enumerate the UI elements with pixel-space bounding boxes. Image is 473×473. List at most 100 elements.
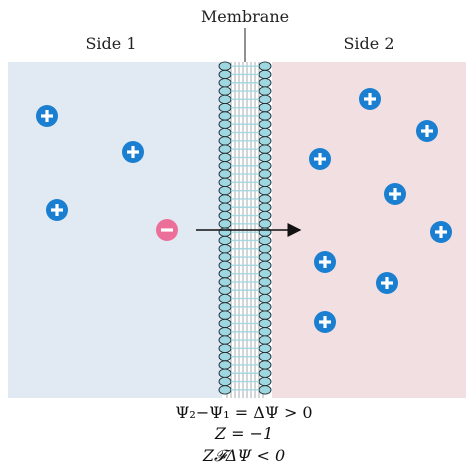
- lipid-head-left: [219, 120, 231, 128]
- lipid-head-right: [259, 228, 271, 236]
- equation-energy: Z𝓕ΔΨ < 0: [202, 446, 285, 465]
- lipid-head-left: [219, 128, 231, 136]
- lipid-head-right: [259, 319, 271, 327]
- lipid-head-right: [259, 87, 271, 95]
- lipid-head-right: [259, 236, 271, 244]
- lipid-head-right: [259, 137, 271, 145]
- lipid-head-right: [259, 286, 271, 294]
- lipid-head-right: [259, 70, 271, 78]
- lipid-head-right: [259, 344, 271, 352]
- positive-ion: [309, 148, 331, 170]
- lipid-head-right: [259, 261, 271, 269]
- lipid-head-left: [219, 278, 231, 286]
- membrane-label: Membrane: [201, 7, 289, 26]
- lipid-head-left: [219, 386, 231, 394]
- lipid-head-left: [219, 62, 231, 70]
- lipid-head-right: [259, 170, 271, 178]
- lipid-head-right: [259, 112, 271, 120]
- lipid-head-left: [219, 261, 231, 269]
- positive-ion: [376, 272, 398, 294]
- lipid-head-right: [259, 128, 271, 136]
- lipid-head-right: [259, 220, 271, 228]
- lipid-head-left: [219, 352, 231, 360]
- lipid-head-right: [259, 79, 271, 87]
- lipid-head-right: [259, 186, 271, 194]
- lipid-head-left: [219, 211, 231, 219]
- lipid-head-right: [259, 95, 271, 103]
- lipid-head-right: [259, 62, 271, 70]
- lipid-head-right: [259, 294, 271, 302]
- lipid-head-right: [259, 145, 271, 153]
- lipid-head-right: [259, 328, 271, 336]
- lipid-head-left: [219, 253, 231, 261]
- lipid-head-left: [219, 294, 231, 302]
- lipid-head-right: [259, 162, 271, 170]
- lipid-head-left: [219, 162, 231, 170]
- equation-delta-psi: Ψ₂−Ψ₁ = ΔΨ > 0: [175, 403, 312, 422]
- positive-ion: [46, 199, 68, 221]
- lipid-head-left: [219, 377, 231, 385]
- lipid-head-right: [259, 103, 271, 111]
- positive-ion: [359, 88, 381, 110]
- lipid-head-right: [259, 203, 271, 211]
- equation-charge: Z = −1: [214, 424, 273, 443]
- lipid-head-right: [259, 253, 271, 261]
- negative-ion: [156, 219, 178, 241]
- lipid-head-left: [219, 112, 231, 120]
- positive-ion: [314, 251, 336, 273]
- lipid-head-right: [259, 352, 271, 360]
- lipid-head-left: [219, 186, 231, 194]
- lipid-head-right: [259, 120, 271, 128]
- lipid-head-left: [219, 311, 231, 319]
- lipid-head-left: [219, 145, 231, 153]
- lipid-head-right: [259, 178, 271, 186]
- lipid-head-left: [219, 228, 231, 236]
- lipid-head-right: [259, 369, 271, 377]
- lipid-head-left: [219, 87, 231, 95]
- side-1-label: Side 1: [85, 34, 136, 53]
- positive-ion: [122, 141, 144, 163]
- lipid-head-right: [259, 211, 271, 219]
- lipid-head-left: [219, 361, 231, 369]
- lipid-head-left: [219, 269, 231, 277]
- lipid-head-left: [219, 336, 231, 344]
- lipid-head-left: [219, 303, 231, 311]
- lipid-head-left: [219, 344, 231, 352]
- lipid-head-left: [219, 319, 231, 327]
- lipid-head-right: [259, 269, 271, 277]
- lipid-head-left: [219, 95, 231, 103]
- lipid-head-left: [219, 137, 231, 145]
- lipid-head-left: [219, 328, 231, 336]
- lipid-head-right: [259, 303, 271, 311]
- lipid-head-left: [219, 170, 231, 178]
- lipid-head-right: [259, 336, 271, 344]
- lipid-head-right: [259, 153, 271, 161]
- lipid-head-left: [219, 236, 231, 244]
- lipid-head-left: [219, 369, 231, 377]
- lipid-head-left: [219, 153, 231, 161]
- lipid-head-left: [219, 195, 231, 203]
- lipid-head-right: [259, 386, 271, 394]
- lipid-head-left: [219, 70, 231, 78]
- lipid-head-right: [259, 361, 271, 369]
- lipid-head-left: [219, 79, 231, 87]
- lipid-head-left: [219, 245, 231, 253]
- positive-ion: [384, 183, 406, 205]
- lipid-head-right: [259, 195, 271, 203]
- lipid-head-left: [219, 220, 231, 228]
- positive-ion: [314, 311, 336, 333]
- lipid-head-right: [259, 311, 271, 319]
- lipid-head-right: [259, 245, 271, 253]
- lipid-head-left: [219, 203, 231, 211]
- lipid-head-right: [259, 377, 271, 385]
- positive-ion: [36, 105, 58, 127]
- negative-ion: [156, 219, 178, 241]
- lipid-head-left: [219, 103, 231, 111]
- side-2-label: Side 2: [343, 34, 394, 53]
- lipid-head-right: [259, 278, 271, 286]
- lipid-head-left: [219, 178, 231, 186]
- positive-ion: [430, 221, 452, 243]
- positive-ion: [416, 120, 438, 142]
- lipid-head-left: [219, 286, 231, 294]
